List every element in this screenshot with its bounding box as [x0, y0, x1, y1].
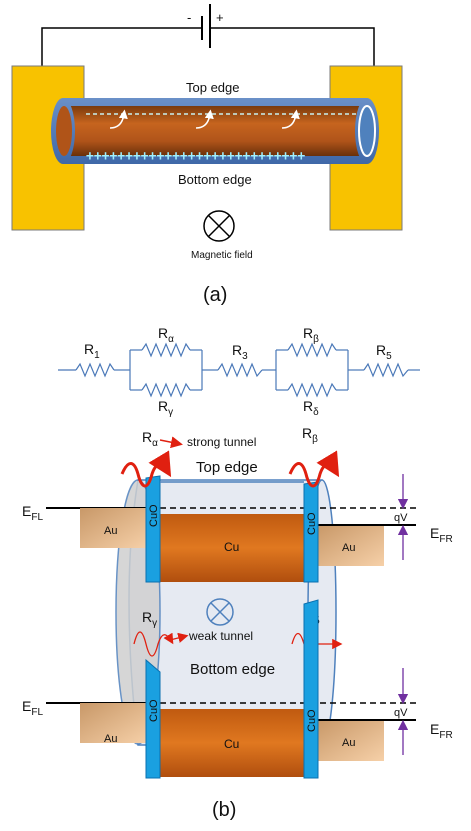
- efl-label-bottom: EFL: [22, 698, 43, 718]
- wire-right: [210, 27, 375, 66]
- resistor-r3: [217, 362, 263, 378]
- electron-path-2: [195, 109, 214, 129]
- efl-label-top: EFL: [22, 503, 43, 523]
- cuo-barrier-right-bottom: [303, 599, 319, 779]
- cuo-left-top-label: CuO: [148, 504, 160, 527]
- au-left-top-label: Au: [104, 525, 117, 537]
- r-alpha-label: Rα: [142, 429, 158, 449]
- battery-minus: -: [187, 10, 191, 25]
- weak-tunnel-wave-left: [133, 631, 174, 657]
- resistor-ralpha: [141, 342, 191, 358]
- svg-text:R5: R5: [376, 342, 392, 362]
- svg-text:Rα: Rα: [158, 325, 174, 345]
- cu-bottom-label: Cu: [224, 737, 239, 751]
- resistor-rgamma: [141, 382, 191, 398]
- efr-label-bottom: EFR: [430, 721, 453, 741]
- au-left-bottom-label: Au: [104, 733, 117, 745]
- bottom-edge-label-b: Bottom edge: [190, 661, 275, 678]
- panel-b: Rα strong tunnel Rβ Top edge EFL EFR qV …: [22, 425, 453, 821]
- resistor-rbeta: [287, 342, 337, 358]
- svg-text:Rβ: Rβ: [303, 325, 319, 345]
- tube-left-end-inner: [56, 106, 72, 156]
- efr-label-top: EFR: [430, 525, 453, 545]
- cuo-left-bottom-label: CuO: [148, 699, 160, 722]
- svg-text:Rγ: Rγ: [158, 398, 173, 418]
- svg-text:Rδ: Rδ: [303, 398, 319, 418]
- weak-tunnel-arrow: [169, 632, 189, 643]
- au-left-top: [80, 508, 148, 548]
- strong-tunnel-wave-right: [288, 450, 340, 488]
- magnetic-field-icon-b: [206, 598, 234, 626]
- cu-top-label: Cu: [224, 540, 239, 554]
- cuo-barrier-right-top: [303, 481, 319, 583]
- qv-label-bottom: qV: [394, 707, 408, 719]
- r-beta-label: Rβ: [302, 425, 318, 445]
- strong-tunnel-label: strong tunnel: [187, 435, 256, 449]
- r-gamma-label: Rγ: [142, 609, 157, 629]
- circuit-labels: R1 Rα Rγ R3 Rβ Rδ R5: [84, 325, 392, 418]
- au-right-bottom: [316, 721, 384, 761]
- cuo-right-top-label: CuO: [306, 512, 318, 535]
- top-edge-label-b: Top edge: [196, 459, 258, 476]
- cuo-barrier-left-top: [145, 475, 161, 583]
- strong-tunnel-arrow: [159, 436, 183, 449]
- au-right-top-label: Au: [342, 542, 355, 554]
- bottom-plus-charges: ++++++++++++++++++++++++++++: [86, 149, 305, 164]
- cuo-right-bottom-label: CuO: [306, 709, 318, 732]
- wire-left: [41, 27, 202, 66]
- magnetic-field-icon: [203, 210, 235, 242]
- electron-path-1: [109, 109, 128, 129]
- panel-a: - + ++++++++++++++++++++++++++++ Top edg…: [11, 4, 403, 306]
- panel-a-top-edge: Top edge: [186, 80, 240, 95]
- svg-text:R3: R3: [232, 342, 248, 362]
- resistor-r1: [75, 362, 115, 378]
- magnetic-field-label: Magnetic field: [191, 250, 253, 261]
- svg-text:R1: R1: [84, 341, 100, 361]
- resistor-r5: [363, 362, 409, 378]
- au-left-bottom: [80, 703, 148, 743]
- resistor-rdelta: [287, 382, 337, 398]
- panel-a-caption: (a): [203, 284, 227, 306]
- cuo-barrier-left-bottom: [145, 658, 161, 779]
- au-right-top: [316, 526, 384, 566]
- weak-tunnel-label: weak tunnel: [188, 629, 253, 643]
- au-right-bottom-label: Au: [342, 737, 355, 749]
- panel-b-caption: (b): [212, 799, 236, 821]
- cu-top: [160, 514, 306, 582]
- electron-path-3: [281, 109, 300, 129]
- tube-right-end-inner: [358, 105, 376, 157]
- resistor-network: [58, 342, 420, 398]
- strong-tunnel-wave-left: [120, 450, 172, 488]
- cu-bottom: [160, 709, 306, 777]
- battery-plus: +: [216, 10, 224, 25]
- panel-a-bottom-edge: Bottom edge: [178, 172, 252, 187]
- qv-label-top: qV: [394, 512, 408, 524]
